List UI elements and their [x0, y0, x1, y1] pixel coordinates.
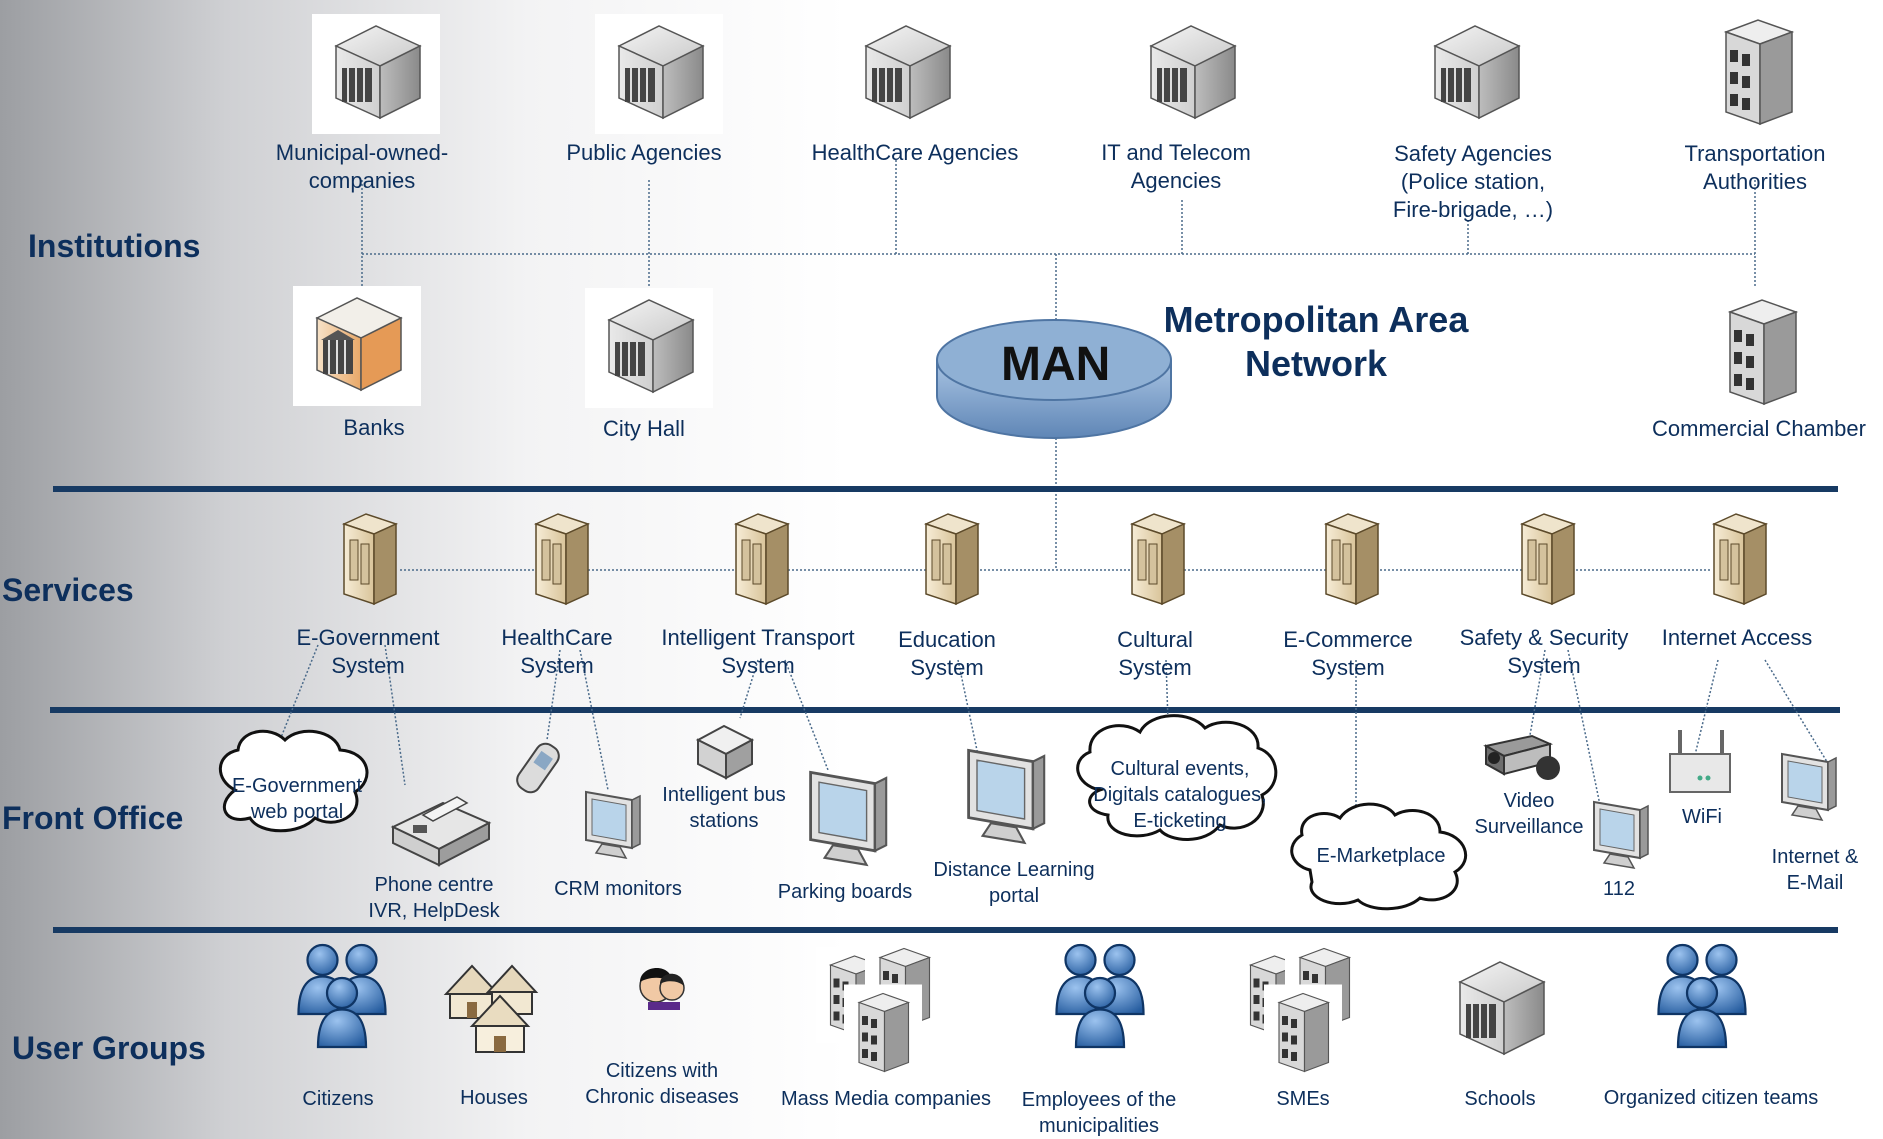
server-icon [1131, 513, 1185, 605]
man-label: MAN [1001, 338, 1111, 391]
institution-label: City Hall [603, 416, 685, 441]
cloud-icon [1076, 714, 1278, 841]
building-icon [594, 13, 724, 135]
tier-dividers [50, 486, 1840, 933]
wifi-label: WiFi [1682, 806, 1722, 828]
server-icon [343, 513, 397, 605]
institution-links [361, 160, 1756, 570]
camera-icon [1483, 734, 1560, 780]
office-building-icon [1709, 287, 1815, 417]
institution-label: Municipal-owned-companies [275, 140, 449, 193]
fax-icon [390, 796, 492, 867]
office-building-icon [1705, 7, 1811, 137]
server-icon [1521, 513, 1575, 605]
monitor-icon [585, 791, 641, 859]
e-marketplace-label: E-Marketplace [1316, 845, 1446, 867]
house-icon [443, 964, 539, 1053]
institution-label: Banks [343, 415, 405, 440]
server-icon [735, 513, 789, 605]
server-icon [535, 513, 589, 605]
patient-icon [639, 968, 685, 1010]
people-icon [299, 945, 386, 1047]
monitor-icon [809, 771, 888, 867]
internet-mail-label: Internet &E-Mail [1771, 846, 1859, 894]
building-icon [841, 13, 971, 135]
institution-label: HealthCare Agencies [811, 140, 1019, 165]
building-icon [311, 13, 441, 135]
user-group-label: Mass Media companies [780, 1088, 992, 1110]
institution-label: Public Agencies [566, 140, 722, 165]
bank-icon [292, 285, 422, 407]
parking-boards-label: Parking boards [777, 881, 913, 903]
cultural-events-label: Cultural events,Digitals catalogues,E-ti… [1093, 758, 1267, 832]
building-icon [1435, 949, 1565, 1071]
server-icon [1713, 513, 1767, 605]
building-icon [1126, 13, 1256, 135]
tier-label-front-office: Front Office [2, 800, 184, 836]
man-network-node [936, 319, 1172, 439]
mobile-phone-icon [516, 742, 560, 794]
cloud-icon [218, 729, 369, 833]
building-icon [1410, 13, 1540, 135]
user-group-label: Schools [1464, 1088, 1536, 1110]
tier-label-institutions: Institutions [28, 228, 201, 264]
institution-label: Safety Agencies(Police station,Fire-brig… [1392, 141, 1554, 222]
man-title: Metropolitan Area Network [1156, 298, 1476, 386]
user-group-label: Citizens [302, 1088, 374, 1110]
user-group-label: Houses [460, 1087, 528, 1109]
monitor-icon [1593, 801, 1649, 869]
institution-label: Commercial Chamber [1652, 416, 1866, 441]
user-group-label: Organized citizen teams [1603, 1087, 1819, 1109]
server-box-icon [695, 724, 755, 780]
people-icon [1057, 945, 1144, 1047]
service-links [279, 569, 1833, 806]
server-icon [925, 513, 979, 605]
building-icon [584, 287, 714, 409]
emergency-112-label: 112 [1603, 878, 1635, 900]
people-icon [1659, 945, 1746, 1047]
monitor-icon [967, 749, 1046, 845]
office-building-icon [1234, 938, 1364, 1082]
monitor-icon [1781, 753, 1837, 821]
cloud-icon [1290, 802, 1468, 911]
crm-monitors-label: CRM monitors [554, 878, 682, 900]
office-building-icon [814, 938, 944, 1082]
server-icon [1325, 513, 1379, 605]
service-label: Internet Access [1661, 625, 1813, 650]
tier-label-services: Services [2, 572, 134, 608]
man-title-line2: Network [1244, 343, 1388, 384]
man-title-line1: Metropolitan Area [1163, 299, 1469, 340]
user-group-label: SMEs [1276, 1088, 1330, 1110]
wifi-router-icon [1669, 730, 1731, 793]
tier-label-user-groups: User Groups [12, 1030, 206, 1066]
